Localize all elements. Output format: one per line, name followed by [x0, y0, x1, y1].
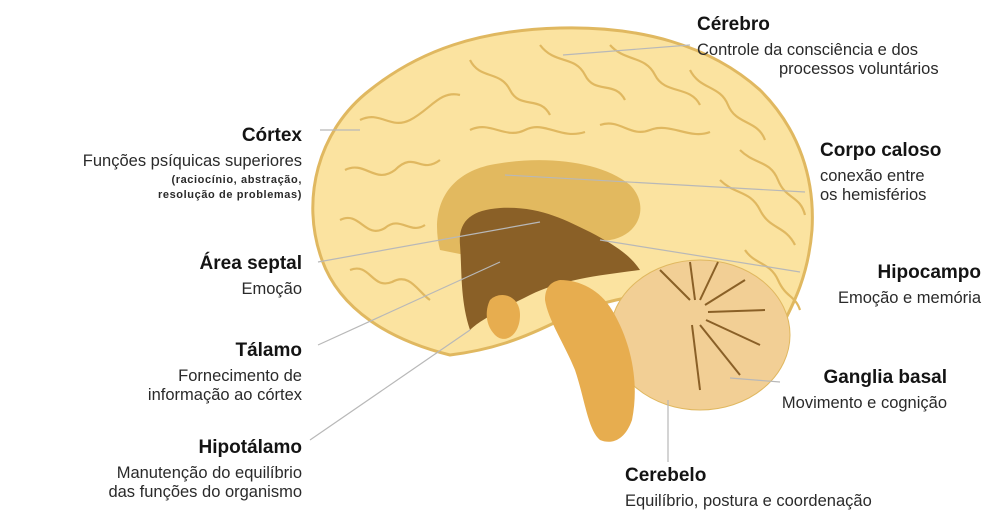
talamo-desc-2: informação ao córtex [148, 386, 302, 405]
hipotalamo-desc-1: Manutenção do equilíbrio [108, 464, 302, 483]
corpo-desc-2: os hemisférios [820, 186, 941, 205]
label-cerebelo: Cerebelo Equilíbrio, postura e coordenaç… [625, 465, 872, 511]
corpo-title: Corpo caloso [820, 140, 941, 162]
cerebelo-title: Cerebelo [625, 465, 872, 487]
cerebro-desc-1: Controle da consciência e dos [697, 41, 939, 60]
label-cortex: Córtex Funções psíquicas superiores (rac… [83, 125, 302, 202]
label-area-septal: Área septal Emoção [200, 253, 302, 299]
cortex-title: Córtex [83, 125, 302, 147]
ganglia-title: Ganglia basal [782, 367, 947, 389]
cerebro-title: Cérebro [697, 14, 939, 36]
ganglia-desc: Movimento e cognição [782, 394, 947, 413]
label-talamo: Tálamo Fornecimento de informação ao cór… [148, 340, 302, 405]
septal-title: Área septal [200, 253, 302, 275]
label-hipotalamo: Hipotálamo Manutenção do equilíbrio das … [108, 437, 302, 502]
septal-desc: Emoção [200, 280, 302, 299]
hipotalamo-title: Hipotálamo [108, 437, 302, 459]
label-corpo-caloso: Corpo caloso conexão entre os hemisfério… [820, 140, 941, 205]
cerebelo-desc: Equilíbrio, postura e coordenação [625, 492, 872, 511]
cortex-sub-1: (raciocínio, abstração, [83, 174, 302, 187]
label-ganglia-basal: Ganglia basal Movimento e cognição [782, 367, 947, 413]
talamo-title: Tálamo [148, 340, 302, 362]
cortex-sub-2: resolução de problemas) [83, 189, 302, 202]
corpo-desc-1: conexão entre [820, 167, 941, 186]
cerebro-desc-2: processos voluntários [697, 60, 939, 79]
hipotalamo-desc-2: das funções do organismo [108, 483, 302, 502]
hipocampo-desc: Emoção e memória [838, 289, 981, 308]
label-hipocampo: Hipocampo Emoção e memória [838, 262, 981, 308]
cortex-desc: Funções psíquicas superiores [83, 152, 302, 171]
talamo-desc-1: Fornecimento de [148, 367, 302, 386]
hipocampo-title: Hipocampo [838, 262, 981, 284]
label-cerebro: Cérebro Controle da consciência e dos pr… [697, 14, 939, 79]
